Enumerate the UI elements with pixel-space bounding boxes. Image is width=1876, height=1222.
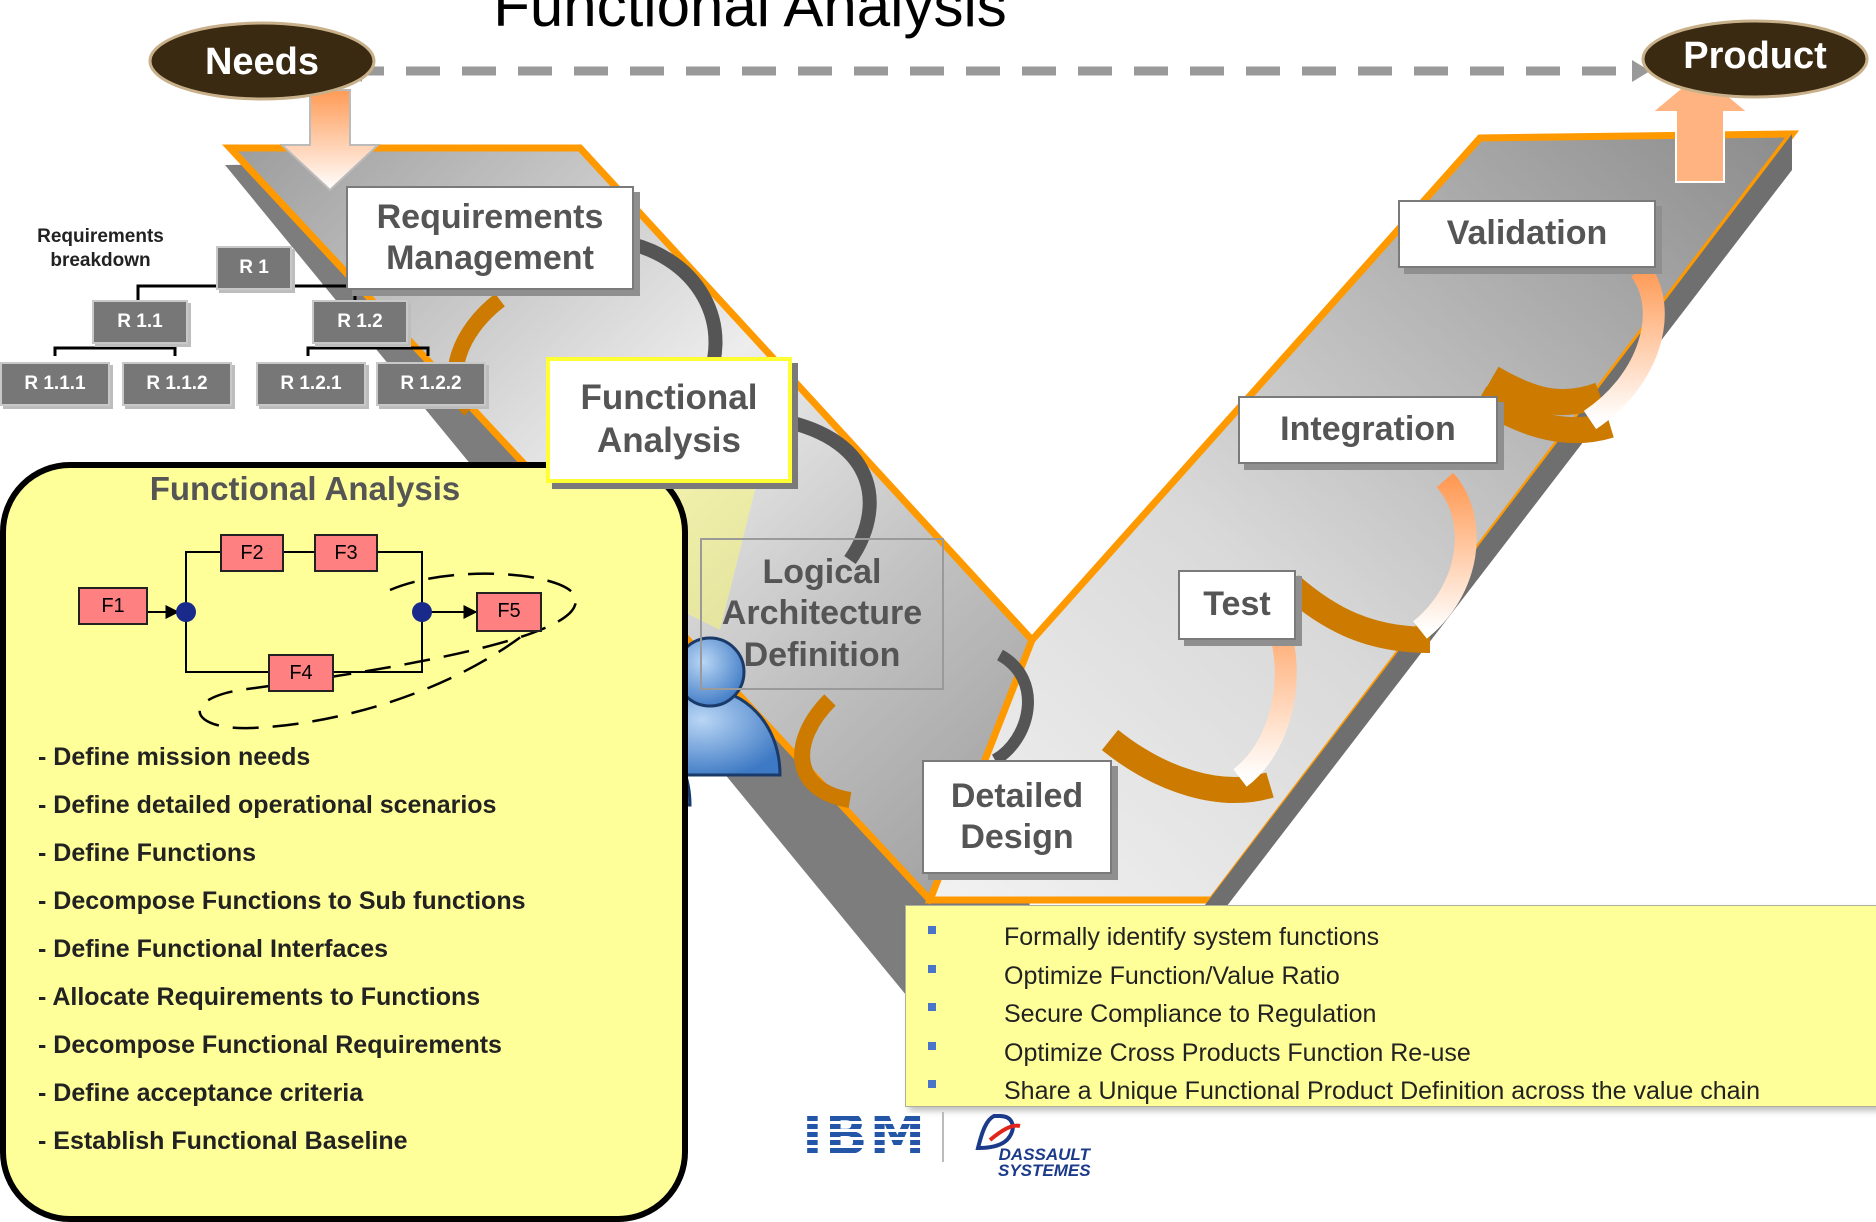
stage-logical-architecture-definition: Logical Architecture Definition [700,538,944,690]
product-ellipse [1641,19,1869,99]
function-f3: F3 [314,534,378,572]
fa-activity-item: - Decompose Functional Requirements [38,1031,502,1059]
stage-validation: Validation [1398,200,1656,268]
function-f4: F4 [268,654,334,692]
bullet-square-icon [928,964,936,973]
curve-arrow-4 [991,649,1034,766]
fa-activity-item: - Define detailed operational scenarios [38,791,497,819]
curve-arrow-5 [794,694,852,808]
ibm-logo: IBM [802,1103,928,1168]
fa-activity-item: - Establish Functional Baseline [38,1127,408,1155]
bullet-square-icon [928,1003,936,1011]
curve-arrow-3 [778,413,877,565]
function-flow-diagram [148,551,578,730]
req-node-r1-1-1: R 1.1.1 [0,362,110,406]
fa-activity-item: - Decompose Functions to Sub functions [38,887,526,915]
curve-arrow-7 [1281,575,1431,653]
fa-activity-item: - Define acceptance criteria [38,1079,364,1107]
fa-activity-item: - Define Functional Interfaces [38,935,389,963]
benefit-item: Formally identify system functions [906,918,1876,957]
logo-divider [942,1112,944,1162]
stage-requirements-management: Requirements Management [346,186,634,290]
fa-activity-item: - Define Functions [38,839,257,867]
requirements-breakdown-caption: Requirements breakdown [37,226,164,271]
benefit-item: Optimize Function/Value Ratio [906,957,1876,996]
req-node-r1-1: R 1.1 [92,300,188,344]
product-label: Product [1683,35,1827,77]
bullet-square-icon [928,1041,936,1050]
up-arrow-validation [1583,263,1665,430]
dashed-arrow-right [1632,60,1650,82]
function-f1: F1 [78,587,148,625]
req-node-r1-2: R 1.2 [312,300,408,344]
function-f2: F2 [220,534,284,572]
benefit-item: Optimize Cross Products Function Re-use [906,1034,1876,1073]
req-node-r1-2-2: R 1.2.2 [376,362,486,406]
fa-panel-title: Functional Analysis [149,470,461,507]
benefits-note: Formally identify system functions Optim… [905,905,1876,1107]
req-node-r1-2-1: R 1.2.1 [256,362,366,406]
needs-down-arrow [279,89,381,192]
stage-functional-analysis: Functional Analysis [546,357,792,483]
fa-activity-item: - Allocate Requirements to Functions [38,983,481,1011]
up-arrow-integration [1412,472,1477,639]
junction-node-right [412,602,432,622]
curve-arrow-6 [1101,729,1274,803]
fa-activity-list: - Define mission needs - Define detailed… [38,738,526,1170]
stage-detailed-design: Detailed Design [922,760,1112,874]
req-node-r1-1-2: R 1.1.2 [122,362,232,406]
page-title: Functional Analysis [493,0,1007,39]
stage-test: Test [1178,570,1296,640]
bullet-square-icon [928,1080,936,1088]
needs-label: Needs [204,41,320,83]
dassault-logo-text: DASSAULT SYSTEMES [998,1145,1091,1180]
needs-ellipse [148,21,376,101]
junction-node-left [176,602,196,622]
curve-arrow-8 [1485,366,1605,416]
benefit-item: Secure Compliance to Regulation [906,995,1876,1034]
fa-activity-item: - Define mission needs [38,743,311,771]
dashed-selection-loop [198,572,578,730]
bullet-square-icon [928,926,936,934]
req-node-r1: R 1 [216,246,292,290]
benefit-item: Share a Unique Functional Product Defini… [906,1072,1876,1111]
function-connectors [148,551,478,673]
function-f5: F5 [476,592,542,632]
dassault-ds-icon [975,1114,1021,1151]
stage-integration: Integration [1238,396,1498,464]
